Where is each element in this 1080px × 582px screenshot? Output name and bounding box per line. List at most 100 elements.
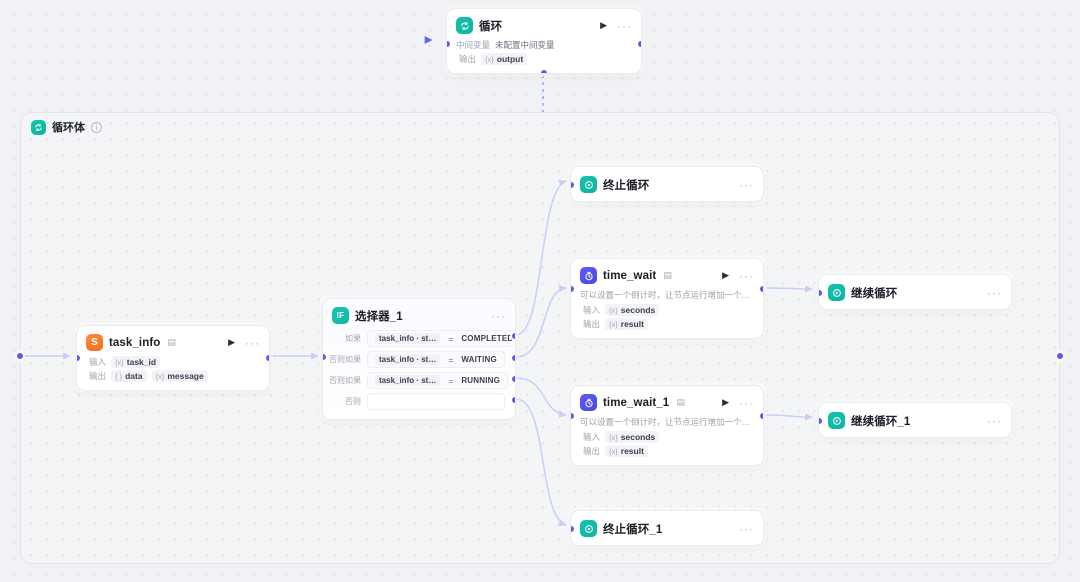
loop-body-container[interactable]: 循环体 i	[20, 112, 1060, 564]
timer-icon	[580, 394, 597, 411]
node-break-loop-header: 终止循环 ···	[571, 167, 763, 201]
selector-operator: =	[448, 354, 454, 365]
port-task-info-in[interactable]	[77, 355, 80, 361]
node-continue-loop[interactable]: 继续循环 ···	[818, 274, 1012, 310]
port-time-wait-in[interactable]	[571, 286, 574, 292]
loop-output-chip: {x} output	[481, 53, 528, 65]
selector-condition[interactable]: task_info · st… = WAITING	[367, 351, 505, 368]
loop-body-title: 循环体	[52, 122, 85, 134]
selector-operator: =	[448, 333, 454, 344]
time-wait-input-label: 输入	[582, 305, 600, 315]
port-selector-out-1[interactable]	[512, 333, 515, 339]
more-icon[interactable]: ···	[491, 308, 506, 323]
port-loop-body-out[interactable]	[1057, 353, 1063, 359]
break-loop-icon	[580, 520, 597, 537]
selector-row[interactable]: 如果 task_info · st… = COMPLETED	[323, 328, 515, 349]
node-loop-header: 循环 ▶ ···	[447, 9, 641, 38]
more-icon[interactable]: ···	[739, 521, 754, 536]
port-loop-body[interactable]	[541, 70, 547, 73]
task-info-output-chip-message: {x} message	[151, 370, 208, 382]
port-break-loop-1-in[interactable]	[571, 526, 574, 532]
port-break-loop-in[interactable]	[571, 182, 574, 188]
play-icon[interactable]: ▶	[722, 270, 729, 280]
port-continue-loop-in[interactable]	[819, 290, 822, 296]
memo-icon: ▤	[663, 270, 672, 280]
time-wait-1-input-row: 输入 {x} seconds	[571, 430, 763, 444]
selector-value: RUNNING	[461, 376, 501, 385]
more-icon[interactable]: ···	[739, 268, 754, 283]
task-info-input-chip: {x} task_id	[111, 356, 161, 368]
port-canvas-in[interactable]	[17, 353, 23, 359]
port-continue-loop-1-in[interactable]	[819, 418, 822, 424]
port-time-wait-out[interactable]	[760, 286, 763, 292]
port-task-info-out[interactable]	[266, 355, 269, 361]
port-loop-in[interactable]	[447, 41, 450, 47]
node-selector[interactable]: IF 选择器_1 ··· 如果 task_info · st… = COMPLE…	[322, 298, 516, 420]
selector-row-else[interactable]: 否则	[323, 391, 515, 412]
port-selector-out-4[interactable]	[512, 397, 515, 403]
var-type-icon: { }	[115, 371, 123, 381]
time-wait-output-label: 输出	[582, 319, 600, 329]
info-icon[interactable]: i	[91, 121, 102, 133]
time-wait-output-chip: {x} result	[605, 318, 648, 330]
more-icon[interactable]: ···	[617, 18, 632, 33]
loop-icon	[456, 17, 473, 34]
if-icon: IF	[332, 307, 349, 324]
node-loop[interactable]: 循环 ▶ ··· 中间变量 未配置中间变量 输出 {x} output	[446, 8, 642, 74]
node-time-wait-1[interactable]: time_wait_1 ▤ ▶ ··· 可以设置一个倒计时，让节点运行增加一个等…	[570, 385, 764, 466]
continue-loop-icon	[828, 412, 845, 429]
node-loop-title: 循环	[479, 20, 503, 33]
var-type-icon: {x}	[609, 432, 618, 442]
node-break-loop-1-header: 终止循环_1 ···	[571, 511, 763, 545]
node-time-wait-title: time_wait	[603, 269, 657, 282]
selector-operator: =	[448, 375, 454, 386]
loop-midvar-label: 中间变量	[456, 40, 491, 50]
more-icon[interactable]: ···	[739, 395, 754, 410]
time-wait-1-output-row: 输出 {x} result	[571, 444, 763, 458]
play-icon[interactable]: ▶	[722, 397, 729, 407]
port-selector-in[interactable]	[323, 354, 326, 360]
play-icon[interactable]: ▶	[228, 337, 235, 347]
port-loop-out[interactable]	[638, 41, 641, 47]
node-break-loop[interactable]: 终止循环 ···	[570, 166, 764, 202]
node-continue-loop-1[interactable]: 继续循环_1 ···	[818, 402, 1012, 438]
selector-row-label: 否则如果	[329, 355, 361, 364]
selector-row[interactable]: 否则如果 task_info · st… = RUNNING	[323, 370, 515, 391]
selector-condition[interactable]: task_info · st… = COMPLETED	[367, 330, 515, 347]
node-time-wait-header: time_wait ▤ ▶ ···	[571, 259, 763, 288]
node-time-wait-description: 可以设置一个倒计时，让节点运行增加一个等待，可搭配异步…	[580, 290, 763, 300]
node-break-loop-1[interactable]: 终止循环_1 ···	[570, 510, 764, 546]
task-info-output-chip-data: { } data	[111, 370, 147, 382]
node-time-wait-1-title: time_wait_1	[603, 396, 670, 409]
loop-output-row: 输出 {x} output	[447, 52, 641, 66]
node-continue-loop-1-title: 继续循环_1	[851, 415, 911, 428]
var-type-icon: {x}	[115, 357, 124, 367]
node-time-wait[interactable]: time_wait ▤ ▶ ··· 可以设置一个倒计时，让节点运行增加一个等待，…	[570, 258, 764, 339]
more-icon[interactable]: ···	[739, 177, 754, 192]
node-task-info[interactable]: S task_info ▤ ▶ ··· 输入 {x} task_id 输出 { …	[76, 325, 270, 391]
node-continue-loop-header: 继续循环 ···	[819, 275, 1011, 309]
port-time-wait-1-in[interactable]	[571, 413, 574, 419]
more-icon[interactable]: ···	[987, 413, 1002, 428]
selector-condition-empty[interactable]	[367, 393, 505, 410]
task-info-output-name-message: message	[167, 371, 204, 381]
selector-row-label: 如果	[345, 334, 361, 343]
node-continue-loop-1-header: 继续循环_1 ···	[819, 403, 1011, 437]
time-wait-1-input-label: 输入	[582, 432, 600, 442]
port-selector-out-3[interactable]	[512, 376, 515, 382]
play-icon[interactable]: ▶	[600, 20, 607, 30]
selector-row[interactable]: 否则如果 task_info · st… = WAITING	[323, 349, 515, 370]
task-info-output-row: 输出 { } data {x} message	[77, 369, 269, 383]
node-selector-header: IF 选择器_1 ···	[323, 299, 515, 328]
more-icon[interactable]: ···	[245, 335, 260, 350]
more-icon[interactable]: ···	[987, 285, 1002, 300]
selector-value: WAITING	[461, 355, 497, 364]
selector-row-label: 否则如果	[329, 376, 361, 385]
time-wait-output-row: 输出 {x} result	[571, 317, 763, 331]
time-wait-input-name: seconds	[620, 305, 656, 315]
port-selector-out-2[interactable]	[512, 355, 515, 361]
selector-condition[interactable]: task_info · st… = RUNNING	[367, 372, 509, 389]
port-time-wait-1-out[interactable]	[760, 413, 763, 419]
var-type-icon: {x}	[155, 371, 165, 381]
